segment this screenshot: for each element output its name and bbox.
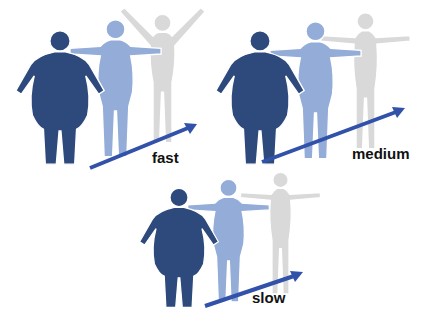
speed-label: medium — [352, 146, 410, 163]
figure-group — [216, 13, 410, 164]
figure-group — [140, 172, 321, 307]
speed-label: slow — [252, 290, 285, 307]
speed-label: fast — [152, 150, 179, 167]
figure-group — [16, 8, 205, 168]
